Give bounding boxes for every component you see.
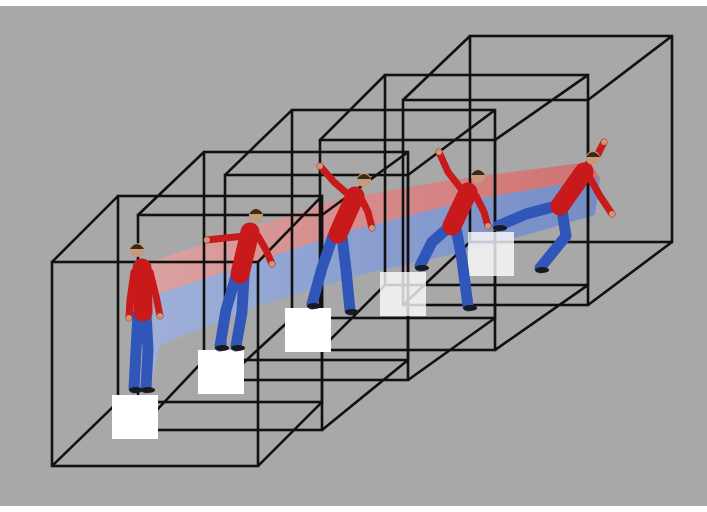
hand <box>436 149 442 155</box>
hand <box>204 237 210 243</box>
hand <box>269 261 275 267</box>
hand <box>317 163 323 169</box>
cube-edge <box>320 75 385 140</box>
cube-edge <box>495 285 588 350</box>
cube-edge <box>403 36 470 100</box>
left-arm <box>320 166 350 196</box>
support-block <box>112 395 158 439</box>
cube-edge <box>52 402 118 466</box>
cube-edge <box>138 152 204 215</box>
shoe <box>141 387 155 393</box>
cube-edge <box>225 110 292 175</box>
right-leg <box>146 314 148 388</box>
shoe <box>493 225 507 231</box>
left-arm <box>129 272 134 318</box>
left-leg <box>134 314 138 388</box>
cube-edge <box>322 360 408 430</box>
shoe <box>535 267 549 273</box>
torso <box>142 268 143 312</box>
shoe <box>231 345 245 351</box>
support-block <box>380 272 426 316</box>
hand <box>157 313 163 319</box>
cube-edge <box>52 196 118 262</box>
shoe <box>215 345 229 351</box>
bottom-border <box>0 506 707 512</box>
cube-edge <box>408 110 495 175</box>
cube-edge <box>588 36 672 100</box>
hand <box>126 315 132 321</box>
support-block <box>285 308 331 352</box>
right-leg <box>342 236 350 310</box>
hand <box>369 225 375 231</box>
shoe <box>463 305 477 311</box>
cube-edge <box>495 75 588 140</box>
hand <box>601 139 607 145</box>
hair <box>249 209 263 214</box>
hair <box>471 170 485 175</box>
shoe <box>415 265 429 271</box>
cube-edge <box>258 402 322 466</box>
hair <box>130 244 144 249</box>
hand <box>485 223 491 229</box>
shoe <box>345 309 359 315</box>
top-border <box>0 0 707 6</box>
cube-edge <box>588 242 672 305</box>
support-block <box>468 232 514 276</box>
hand <box>609 211 615 217</box>
left-arm <box>207 236 245 240</box>
shoe <box>129 387 143 393</box>
shoe <box>307 303 321 309</box>
support-block <box>198 350 244 394</box>
